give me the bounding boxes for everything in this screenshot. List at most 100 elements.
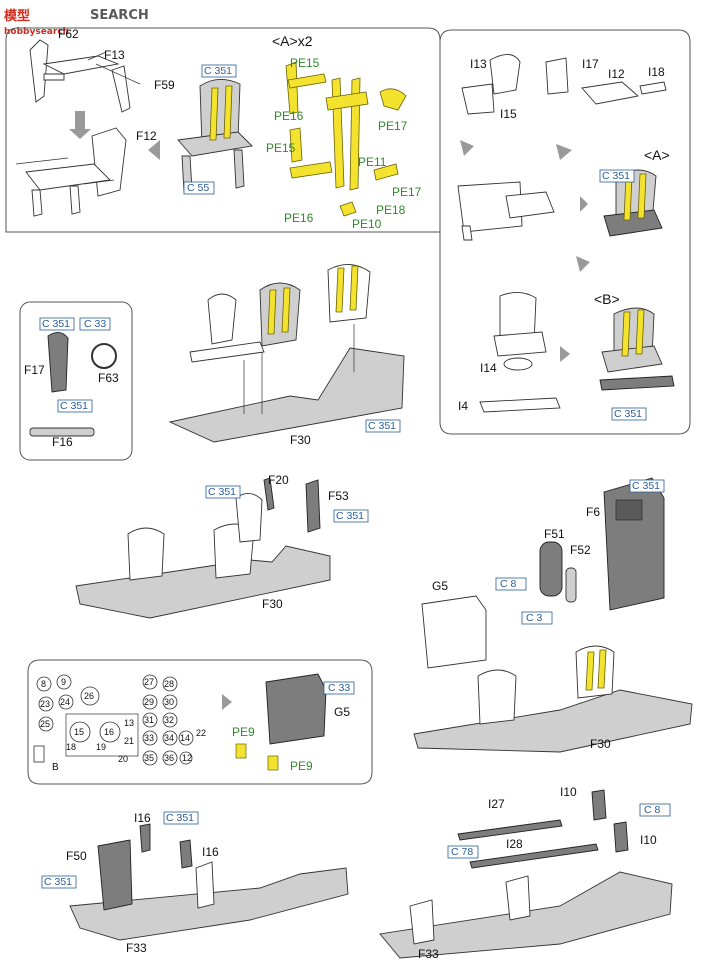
label-b-marker: <B>	[594, 291, 620, 307]
label-f63: F63	[98, 371, 119, 385]
watermark-en: SEARCH	[90, 8, 149, 23]
label-f33-left: F33	[126, 941, 147, 955]
seat-assembly-white	[457, 181, 555, 241]
seat-swivel-white	[479, 292, 561, 413]
label-b-mark: B	[52, 762, 59, 773]
label-f51: F51	[544, 527, 565, 541]
label-f52: F52	[570, 543, 591, 557]
step-pilot-seat: I13 I15 I17 I12 I18 C 351 <A> <B>	[439, 29, 691, 435]
watermark-site: hobbysearch	[4, 27, 69, 37]
label-i16-b: I16	[202, 845, 219, 859]
seat-frame-assembled	[15, 127, 127, 217]
svg-text:29: 29	[144, 697, 154, 707]
seat-pan-i12	[545, 57, 667, 105]
callout-c8-i10: C 8	[644, 804, 661, 816]
callout-c78: C 78	[451, 846, 473, 858]
label-i13: I13	[470, 57, 487, 71]
label-pe9-b: PE9	[290, 759, 313, 773]
label-pe15-b: PE15	[266, 141, 296, 155]
svg-text:24: 24	[60, 697, 70, 707]
callout-c33-col: C 33	[84, 318, 106, 330]
svg-text:22: 22	[196, 728, 206, 738]
label-f53: F53	[328, 489, 349, 503]
step-cockpit-f20-f53: C 351 F20 F53 C 351 F30	[75, 473, 369, 619]
watermark: 模型 SEARCH hobbysearch	[2, 2, 149, 37]
label-i14: I14	[480, 361, 497, 375]
label-a-x2: <A>x2	[272, 33, 313, 49]
callout-c351-f50: C 351	[44, 876, 72, 888]
label-f30-second: F30	[262, 597, 283, 611]
svg-text:26: 26	[84, 691, 94, 701]
label-i16-a: I16	[134, 811, 151, 825]
callout-c351-b: C 351	[614, 408, 642, 420]
label-f30-g5: F30	[590, 737, 611, 751]
label-f50: F50	[66, 849, 87, 863]
label-f13: F13	[104, 48, 125, 62]
label-i10-b: I10	[640, 833, 657, 847]
label-pe15-a: PE15	[290, 56, 320, 70]
svg-text:36: 36	[164, 753, 174, 763]
svg-text:9: 9	[61, 677, 66, 687]
svg-text:34: 34	[164, 733, 174, 743]
label-f16: F16	[52, 435, 73, 449]
svg-text:19: 19	[96, 742, 106, 752]
callout-c351-seat: C 351	[204, 65, 232, 77]
callout-c351-a: C 351	[602, 170, 630, 182]
svg-text:28: 28	[164, 679, 174, 689]
svg-text:20: 20	[118, 754, 128, 764]
svg-text:13: 13	[124, 718, 134, 728]
seat-grey-with-belts	[177, 79, 253, 193]
svg-text:16: 16	[104, 727, 114, 737]
label-g5-top: G5	[432, 579, 448, 593]
svg-text:33: 33	[144, 733, 154, 743]
svg-text:21: 21	[124, 736, 134, 746]
label-i28: I28	[506, 837, 523, 851]
label-f17: F17	[24, 363, 45, 377]
step-seat-assembly: F62 F13 F59 F12 C 351 C 55	[5, 27, 441, 233]
label-pe17-b: PE17	[392, 185, 422, 199]
callout-c351-f20: C 351	[208, 486, 236, 498]
callout-c351-f53: C 351	[336, 510, 364, 522]
step-instrument-panel: 8 9 27 28 23 24 26 29 30 25 31 32 13 15 …	[27, 659, 373, 785]
label-i15: I15	[500, 107, 517, 121]
label-f59: F59	[154, 78, 175, 92]
seat-swivel-grey-b	[599, 307, 675, 391]
callout-c8-bottle: C 8	[500, 578, 517, 590]
label-pe10: PE10	[352, 217, 382, 231]
svg-text:14: 14	[180, 733, 190, 743]
svg-text:25: 25	[40, 719, 50, 729]
label-i12: I12	[608, 67, 625, 81]
label-f20: F20	[268, 473, 289, 487]
callout-c33-g5: C 33	[328, 682, 350, 694]
label-f6: F6	[586, 505, 600, 519]
label-a-marker: <A>	[644, 147, 670, 163]
step-g5-assembly: G5 F30	[413, 579, 693, 753]
label-f30-main: F30	[290, 433, 311, 447]
watermark-cn: 模型	[4, 8, 30, 24]
callout-c351-floor: C 351	[368, 420, 396, 432]
label-i4: I4	[458, 399, 468, 413]
panel-outline-right	[439, 29, 691, 435]
callout-c351-i16: C 351	[166, 812, 194, 824]
svg-text:8: 8	[41, 679, 46, 689]
callout-c351-f6: C 351	[632, 480, 660, 492]
panel-outline	[5, 27, 441, 233]
callout-c351-f16: C 351	[60, 400, 88, 412]
seat-back-i13	[461, 54, 521, 115]
label-f33-right: F33	[418, 947, 439, 961]
svg-text:15: 15	[74, 727, 84, 737]
label-pe17-a: PE17	[378, 119, 408, 133]
label-pe9-a: PE9	[232, 725, 255, 739]
svg-text:18: 18	[66, 742, 76, 752]
instrument-panel-key: 8 9 27 28 23 24 26 29 30 25 31 32 13 15 …	[36, 674, 206, 766]
step-floor-f33-guns: I10 C 8 I10 I27 I28 C 78 F33	[379, 785, 673, 961]
label-f62: F62	[58, 27, 79, 41]
label-pe16-b: PE16	[284, 211, 314, 225]
step-floor-f33-left: I16 C 351 I16 F50 C 351 F33	[41, 811, 349, 955]
callout-c3-bottle: C 3	[526, 612, 543, 624]
label-i17: I17	[582, 57, 599, 71]
svg-text:35: 35	[144, 753, 154, 763]
seat-belt-photo-etch	[285, 61, 407, 217]
svg-text:32: 32	[164, 715, 174, 725]
